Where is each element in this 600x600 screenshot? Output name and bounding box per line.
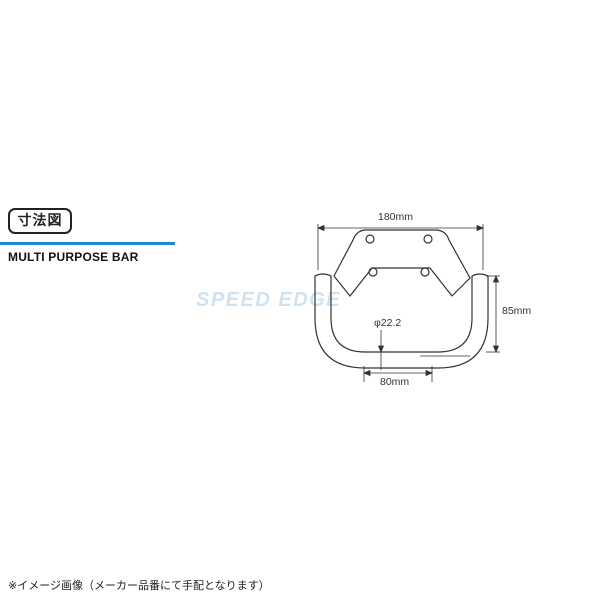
dim-label-spacing: 80mm <box>380 376 409 388</box>
tube-end-left <box>314 273 332 277</box>
footnote: ※イメージ画像（メーカー品番にて手配となります） <box>8 579 270 592</box>
bolt-hole <box>368 267 378 277</box>
dimension-drawing-badge: 寸法図 <box>8 208 72 234</box>
dimension-lines <box>316 224 500 382</box>
watermark: SPEED EDGE <box>196 289 341 311</box>
dim-label-height: 85mm <box>502 305 531 317</box>
bolt-hole <box>365 234 375 244</box>
bolt-hole <box>423 234 433 244</box>
tube-outer-edge <box>314 275 489 369</box>
dim-label-width: 180mm <box>378 211 413 223</box>
accent-rule <box>0 242 175 245</box>
tube-inner-edge <box>330 275 473 353</box>
bolt-hole <box>420 267 430 277</box>
tube-end-right <box>471 273 489 277</box>
bracket-plate <box>333 229 471 297</box>
bar-outline <box>314 229 489 369</box>
dim-label-diameter: φ22.2 <box>374 317 401 329</box>
product-title: MULTI PURPOSE BAR <box>8 250 139 264</box>
